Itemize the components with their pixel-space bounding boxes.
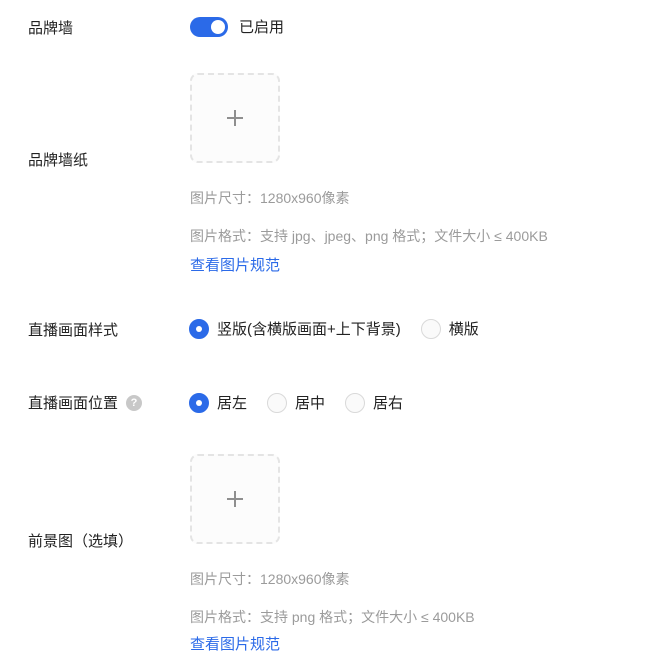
radio-portrait[interactable]: 竖版(含横版画面+上下背景)	[189, 318, 401, 339]
live-position-radio-group: 居左 居中 居右	[189, 392, 423, 413]
toggle-knob	[211, 20, 225, 34]
radio-right[interactable]: 居右	[345, 392, 403, 413]
brand-wallpaper-upload[interactable]	[190, 73, 280, 163]
live-position-label: 直播画面位置 ?	[28, 392, 143, 413]
foreground-size-hint: 图片尺寸：1280x960像素	[190, 571, 350, 587]
live-style-label: 直播画面样式	[28, 322, 119, 339]
radio-center[interactable]: 居中	[267, 392, 325, 413]
radio-landscape[interactable]: 横版	[420, 318, 479, 339]
radio-label: 居中	[295, 395, 326, 412]
live-style-radio-group: 竖版(含横版画面+上下背景) 横版	[189, 318, 499, 339]
foreground-format-hint: 图片格式：支持 png 格式；文件大小 ≤ 400KB	[190, 609, 475, 625]
brand-wall-toggle[interactable]	[190, 17, 228, 37]
foreground-upload[interactable]	[190, 454, 280, 544]
radio-label: 居左	[217, 395, 248, 412]
brand-wall-label: 品牌墙	[28, 20, 74, 37]
brand-wallpaper-format-hint: 图片格式：支持 jpg、jpeg、png 格式；文件大小 ≤ 400KB	[190, 228, 548, 244]
radio-unchecked-icon	[267, 392, 288, 413]
radio-label: 竖版(含横版画面+上下背景)	[217, 321, 401, 338]
toggle-status-text: 已启用	[239, 19, 285, 36]
radio-unchecked-icon	[420, 318, 441, 339]
plus-icon	[227, 110, 243, 126]
radio-checked-icon	[189, 392, 209, 413]
live-position-label-text: 直播画面位置	[28, 395, 119, 412]
radio-unchecked-icon	[345, 392, 366, 413]
foreground-spec-link[interactable]: 查看图片规范	[190, 636, 281, 653]
radio-left[interactable]: 居左	[189, 392, 247, 413]
radio-label: 横版	[448, 321, 479, 338]
radio-checked-icon	[189, 318, 209, 339]
radio-label: 居右	[373, 395, 404, 412]
foreground-label: 前景图（选填）	[28, 533, 134, 550]
brand-wallpaper-spec-link[interactable]: 查看图片规范	[190, 257, 281, 274]
plus-icon	[227, 491, 243, 507]
question-circle-icon[interactable]: ?	[126, 394, 143, 411]
brand-wallpaper-size-hint: 图片尺寸：1280x960像素	[190, 190, 350, 206]
brand-wallpaper-label: 品牌墙纸	[28, 152, 89, 169]
